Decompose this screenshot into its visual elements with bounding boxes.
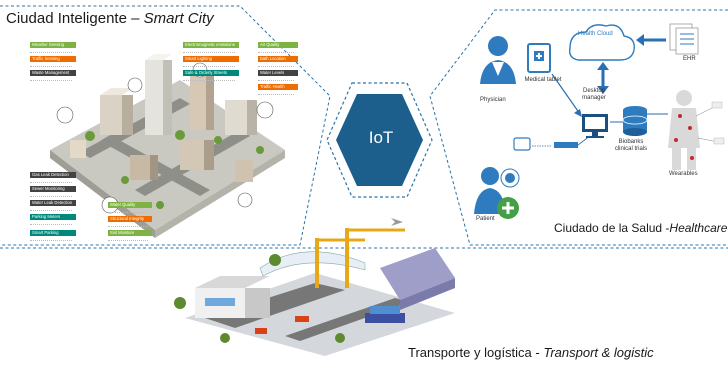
smart-city-bottom-label-underline-3 [108, 237, 148, 241]
healthcare-title-en: Healthcare [669, 221, 728, 235]
smart-city-left-label-underline-5 [30, 193, 72, 197]
desktop-manager-icon [582, 114, 608, 138]
smart-city-left-label-underline-8 [30, 237, 72, 241]
smart-city-right-label-underline-2 [258, 63, 294, 67]
smart-city-bottom-label-1: Water Quality [108, 202, 152, 208]
physician-icon [480, 36, 516, 84]
smart-city-illustration [50, 54, 285, 238]
smart-city-title-en: Smart City [143, 10, 214, 27]
smart-city-mid-label-3: Safe & Orderly Streets [183, 70, 239, 76]
smart-city-title-es: Ciudad Inteligente – [6, 10, 144, 27]
biobanks-icon [622, 106, 648, 136]
healthcare-diagram [474, 23, 725, 219]
iot-hexagon [336, 94, 423, 186]
iot-hex-outline [326, 82, 433, 198]
arrow-tablet-to-desktop [551, 73, 582, 117]
transport-title-es: Transporte y logística - [408, 345, 544, 360]
smart-city-left-label-underline-6 [30, 207, 72, 211]
smart-city-bottom-label-underline-2 [108, 223, 148, 227]
smart-city-left-label-underline-2 [30, 63, 72, 67]
smart-city-right-label-2: Bath Location [258, 56, 298, 62]
physician-label: Physician [480, 97, 506, 103]
biobanks-label: Biobanks clinical trials [614, 139, 648, 152]
smart-city-left-label-2: Traffic Sensing [30, 56, 76, 62]
smart-city-right-label-underline-1 [258, 49, 294, 53]
patient-label: Patient [476, 216, 495, 222]
transport-illustration [174, 218, 455, 356]
smart-city-mid-label-underline-3 [183, 77, 235, 81]
smart-city-title: Ciudad Inteligente – Smart City [6, 10, 214, 27]
smart-city-left-label-underline-1 [30, 49, 72, 53]
health-cloud-icon [568, 24, 635, 61]
smart-city-bottom-label-underline-1 [108, 209, 148, 213]
ehr-icon [669, 23, 699, 55]
health-cloud-label: Health Cloud [578, 31, 613, 37]
medical-tablet-icon [527, 43, 551, 73]
smart-city-left-label-4: Gas Leak Detection [30, 172, 76, 178]
wearables-icon [668, 90, 725, 170]
smart-city-bottom-label-3: Soil Moisture [108, 230, 152, 236]
smart-city-left-label-7: Parking Meters [30, 214, 76, 220]
smart-city-mid-label-1: Electromagnetic emissions [183, 42, 239, 48]
smart-city-left-label-5: Sewer Monitoring [30, 186, 76, 192]
smart-city-bottom-label-2: Structural Integrity [108, 216, 152, 222]
smart-city-left-label-8: Smart Parking [30, 230, 76, 236]
smart-city-left-label-1: Weather Sensing [30, 42, 76, 48]
healthcare-title-es: Ciudado de la Salud - [554, 221, 670, 235]
patient-icon [474, 167, 520, 219]
smart-city-right-label-4: Traffic Health [258, 84, 298, 90]
healthcare-title: Ciudado de la Salud -Healthcare [554, 221, 727, 235]
smart-city-frame [0, 5, 331, 246]
healthcare-frame [429, 9, 728, 246]
smart-city-left-label-3: Waste Management [30, 70, 76, 76]
transport-title: Transporte y logística - Transport & log… [408, 345, 654, 360]
smart-city-mid-label-2: Smart Lighting [183, 56, 239, 62]
smart-city-left-label-6: Water Leak Detection [30, 200, 76, 206]
smart-city-right-label-3: Water Levels [258, 70, 298, 76]
arrow-cloud-to-desktop [597, 62, 609, 94]
desktop-manager-label: Desktop manager [582, 88, 606, 101]
smart-city-right-label-1: Air Quality [258, 42, 298, 48]
ehr-label: EHR [683, 56, 696, 62]
smart-city-left-label-underline-4 [30, 179, 72, 183]
smart-city-right-label-underline-3 [258, 77, 294, 81]
smart-city-right-label-underline-4 [258, 91, 294, 95]
medical-tablet-label: Medical tablet [524, 77, 562, 83]
smart-city-left-label-underline-3 [30, 77, 72, 81]
smart-city-mid-label-underline-2 [183, 63, 235, 67]
transport-title-en: Transport & logistic [543, 345, 654, 360]
wearables-label: Wearables [669, 171, 698, 177]
smart-city-mid-label-underline-1 [183, 49, 235, 53]
arrow-ehr-to-cloud [636, 34, 666, 46]
iot-label: IoT [368, 128, 394, 147]
sensor-gateway-icon [513, 135, 591, 151]
smart-city-left-label-underline-7 [30, 221, 72, 225]
